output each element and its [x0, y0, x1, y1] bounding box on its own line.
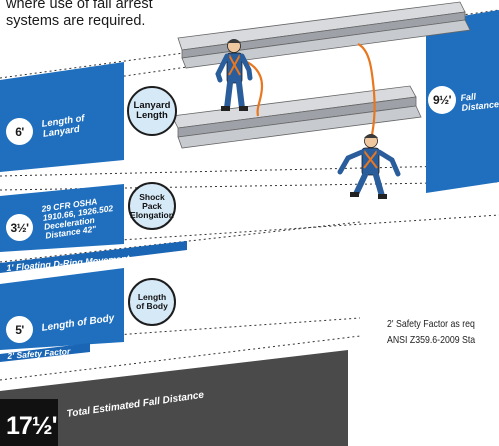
shock-pack-bubble-line-1: Shock Pack — [139, 191, 165, 211]
side-note-line-2: ANSI Z359.6-2009 Sta — [387, 335, 476, 346]
body-length-badge: 5' — [6, 316, 33, 343]
fall-distance-label: Fall Distance — [460, 89, 499, 113]
falling-worker-figure — [337, 134, 401, 199]
fall-distance-panel — [426, 10, 499, 193]
safety-factor-note: 2' Safety Factor as req ANSI Z359.6-2009… — [387, 317, 483, 349]
d-ring-strip — [0, 241, 187, 273]
lanyard-bubble-line-2: Length — [136, 110, 168, 121]
body-bubble-line-2: of Body — [136, 301, 168, 311]
intro-text: where use of fall arrest systems are req… — [6, 0, 206, 30]
lower-i-beam — [171, 85, 422, 149]
shock-pack-bubble: Shock Pack Elongation — [128, 182, 176, 230]
safety-factor-strip — [0, 343, 90, 362]
lanyard-bubble-line-1: Lanyard — [133, 100, 171, 111]
lanyard-length-badge: 6' — [6, 118, 33, 145]
standing-worker-figure — [215, 39, 253, 111]
total-band — [0, 350, 348, 446]
body-bubble-line-1: Length — [137, 292, 167, 302]
side-note-line-1: 2' Safety Factor as req — [387, 319, 475, 330]
lanyard-length-bubble: Lanyard Length — [127, 86, 177, 136]
lanyard-panel — [0, 62, 124, 172]
intro-line-2: systems are required. — [6, 13, 146, 29]
body-length-bubble: Length of Body — [128, 278, 176, 326]
deceleration-badge: 3½' — [6, 214, 33, 241]
intro-line-1: where use of fall arrest — [6, 0, 153, 12]
fall-distance-badge: 9½' — [428, 86, 456, 114]
deceleration-panel — [0, 184, 124, 252]
total-distance-value: 17½' — [6, 412, 58, 440]
standing-worker-lanyard — [239, 58, 264, 117]
shock-pack-bubble-line-2: Elongation — [130, 209, 174, 220]
total-number-box — [0, 399, 58, 446]
upper-i-beam — [177, 1, 471, 69]
